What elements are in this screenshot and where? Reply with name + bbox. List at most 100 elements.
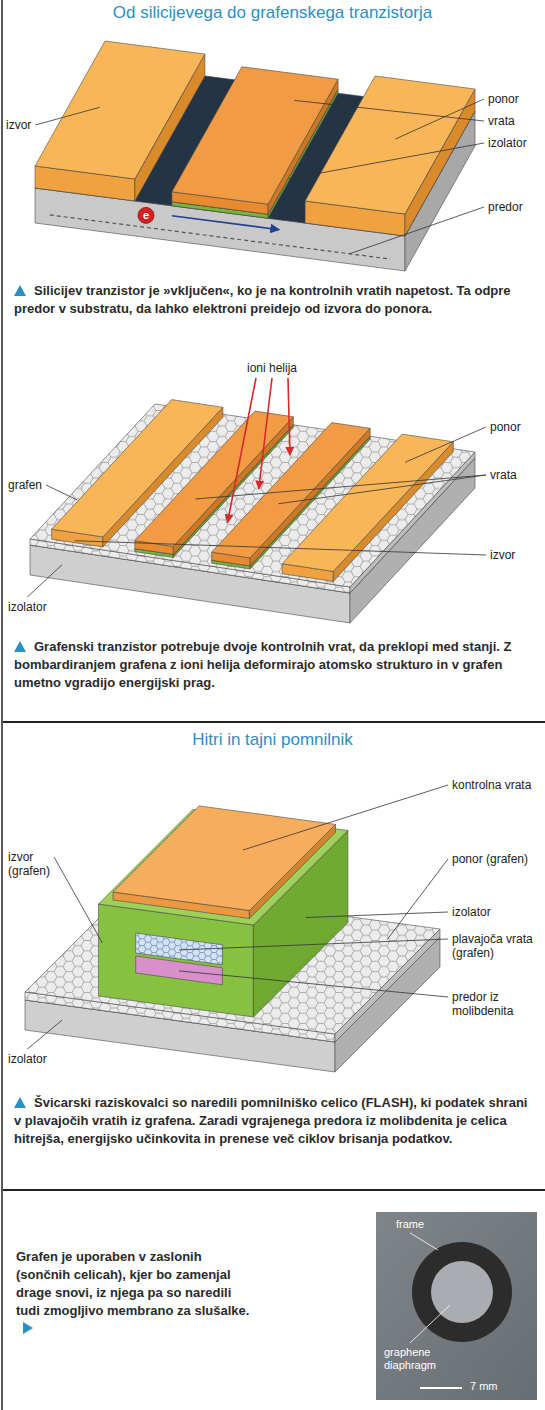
- channel-line: [50, 215, 390, 259]
- part-label: vrata: [488, 114, 515, 128]
- part-label-block: vrata: [490, 468, 517, 482]
- caption-marker: [14, 1097, 26, 1108]
- figure-caption-block: Silicijev tranzistor je »vključen«, ko j…: [14, 282, 531, 318]
- side-note: Grafen je uporaben v zaslonih (sončnih c…: [16, 1249, 249, 1318]
- molybdenite-tunnel: [136, 956, 223, 985]
- caption-marker: [14, 285, 26, 296]
- electron-symbol-block: e: [143, 209, 149, 221]
- part-label-block: izolator: [488, 136, 527, 150]
- part-label: vrata: [490, 468, 517, 482]
- part-label: izolator: [488, 136, 527, 150]
- part-label: ponor (grafen): [452, 852, 528, 866]
- part-label: izvor: [6, 118, 31, 132]
- leader-line: [259, 378, 272, 489]
- graphene-layer: [25, 887, 440, 1034]
- figure-caption-block: Švicarski raziskovalci so naredili pomni…: [14, 1094, 531, 1148]
- leader-line: [35, 107, 99, 125]
- part-label: izolator: [8, 600, 47, 614]
- part-label: izolator: [452, 905, 491, 919]
- part-label: ioni helija: [247, 361, 297, 375]
- part-label: ponor: [490, 420, 521, 434]
- figure-caption: Grafenski tranzistor potrebuje dvoje kon…: [14, 639, 511, 690]
- part-label-block: ioni helija: [247, 361, 297, 375]
- leader-line: [288, 378, 290, 455]
- part-label-block: izolator: [8, 1052, 47, 1066]
- electron-symbol: e: [143, 209, 149, 221]
- part-label-block: izvor: [490, 548, 515, 562]
- part-label: kontrolna vrata: [452, 778, 531, 792]
- section-rule: [3, 721, 545, 723]
- source-electrode: [35, 41, 205, 179]
- leader-line: [387, 859, 448, 940]
- part-label-block: izvor: [6, 118, 31, 132]
- part-label-block: predor iz molibdenita: [452, 990, 538, 1018]
- leader-line: [405, 427, 486, 462]
- leader-line: [179, 939, 448, 950]
- figures: [25, 41, 475, 1072]
- photo: [376, 1212, 537, 1400]
- scale-label-block: 7 mm: [470, 1380, 498, 1393]
- part-label-block: izvor (grafen): [8, 850, 66, 878]
- photo-ground: [376, 1212, 537, 1400]
- memory-cell: [25, 806, 440, 1072]
- leader-line: [278, 475, 486, 504]
- figure-caption: Švicarski raziskovalci so naredili pomni…: [14, 1095, 527, 1146]
- part-label: izvor (grafen): [8, 850, 50, 878]
- title-text: Od silicijevega do grafenskega tranzisto…: [113, 3, 432, 22]
- leader-line: [289, 143, 484, 179]
- figure-caption-block: Grafenski tranzistor potrebuje dvoje kon…: [14, 638, 531, 692]
- photo-label-block: frame: [396, 1218, 424, 1231]
- part-label-block: vrata: [488, 114, 515, 128]
- part-label-block: ponor: [490, 420, 521, 434]
- caption-marker: [14, 1097, 26, 1108]
- part-label-block: grafen: [8, 478, 42, 492]
- part-label-block: predor: [488, 200, 523, 214]
- continue-marker: [23, 1322, 33, 1334]
- figure-caption: Silicijev tranzistor je »vključen«, ko j…: [14, 283, 511, 316]
- leader-line: [54, 857, 102, 943]
- part-label-block: plavajoča vrata (grafen): [452, 932, 538, 960]
- part-label: plavajoča vrata (grafen): [452, 932, 533, 960]
- section-heading-block: Hitri in tajni pomnilnik: [0, 729, 545, 751]
- gate-electrode: [172, 67, 338, 204]
- photo-label: frame: [396, 1218, 424, 1230]
- leader-line: [410, 1305, 450, 1343]
- electron: [138, 207, 154, 223]
- drain-electrode: [305, 76, 475, 214]
- photo-label-block: graphene diaphragm: [384, 1346, 444, 1372]
- leader-line: [295, 100, 485, 121]
- part-label-block: kontrolna vrata: [452, 778, 538, 792]
- photo-label: graphene diaphragm: [384, 1346, 436, 1371]
- leader-line: [395, 99, 484, 139]
- silicon-transistor: [35, 41, 475, 271]
- part-label: predor: [488, 200, 523, 214]
- caption-marker: [14, 641, 26, 652]
- leader-line: [228, 378, 256, 523]
- leader-line: [46, 485, 77, 500]
- scale-label: 7 mm: [470, 1380, 498, 1392]
- scale-bar: [420, 1387, 462, 1389]
- leader-line: [306, 912, 448, 917]
- part-label-block: izolator: [8, 600, 47, 614]
- page-title: Od silicijevega do grafenskega tranzisto…: [0, 2, 545, 24]
- part-label-block: izolator: [452, 905, 491, 919]
- section-rule: [3, 1189, 545, 1191]
- side-note-block: Grafen je uporaben v zaslonih (sončnih c…: [16, 1248, 252, 1338]
- part-label: izolator: [8, 1052, 47, 1066]
- part-label-block: ponor: [488, 92, 519, 106]
- part-label: ponor: [488, 92, 519, 106]
- part-label: predor iz molibdenita: [452, 990, 513, 1018]
- section-heading: Hitri in tajni pomnilnik: [192, 730, 353, 749]
- leader-line: [410, 1233, 438, 1250]
- graphene-transistor: [30, 400, 475, 623]
- page-border: [1, 0, 3, 1410]
- caption-marker: [14, 285, 26, 296]
- leader-line: [179, 971, 448, 997]
- part-label-block: ponor (grafen): [452, 852, 538, 866]
- continue-marker: [23, 1322, 33, 1334]
- control-gate: [113, 806, 336, 911]
- caption-marker: [14, 641, 26, 652]
- leader-line: [243, 785, 448, 850]
